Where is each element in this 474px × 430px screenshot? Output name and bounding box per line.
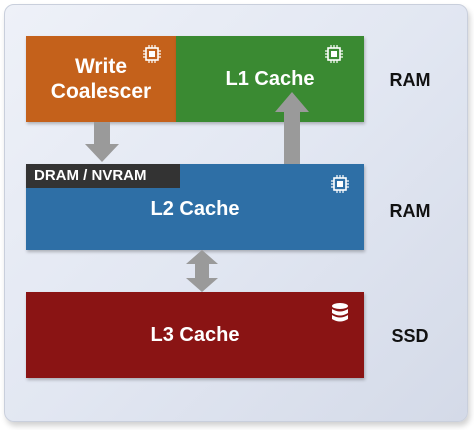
side-label-ram-top: RAM bbox=[389, 70, 431, 90]
l1-cache-label: L1 Cache bbox=[225, 67, 315, 90]
l3-cache-label: L3 Cache bbox=[150, 323, 240, 346]
cpu-chip-icon bbox=[331, 175, 349, 193]
bidirectional-arrow-icon bbox=[186, 250, 218, 292]
dram-nvram-tag: DRAM / NVRAM bbox=[26, 164, 180, 188]
write-coalescer-label-line2: Coalescer bbox=[50, 80, 152, 103]
write-coalescer-block: Write Coalescer bbox=[26, 36, 176, 122]
cpu-chip-icon bbox=[143, 45, 161, 63]
side-label-ssd: SSD bbox=[391, 326, 429, 346]
side-label-ram-middle: RAM bbox=[389, 201, 431, 221]
database-icon bbox=[332, 303, 348, 322]
write-coalescer-label-line1: Write bbox=[74, 55, 128, 78]
down-arrow-icon bbox=[85, 122, 119, 162]
cpu-chip-icon bbox=[325, 45, 343, 63]
up-arrow-icon bbox=[275, 92, 309, 164]
l1-cache-block: L1 Cache bbox=[176, 36, 364, 122]
l2-cache-label: L2 Cache bbox=[150, 198, 240, 220]
l3-cache-block: L3 Cache bbox=[26, 292, 364, 378]
